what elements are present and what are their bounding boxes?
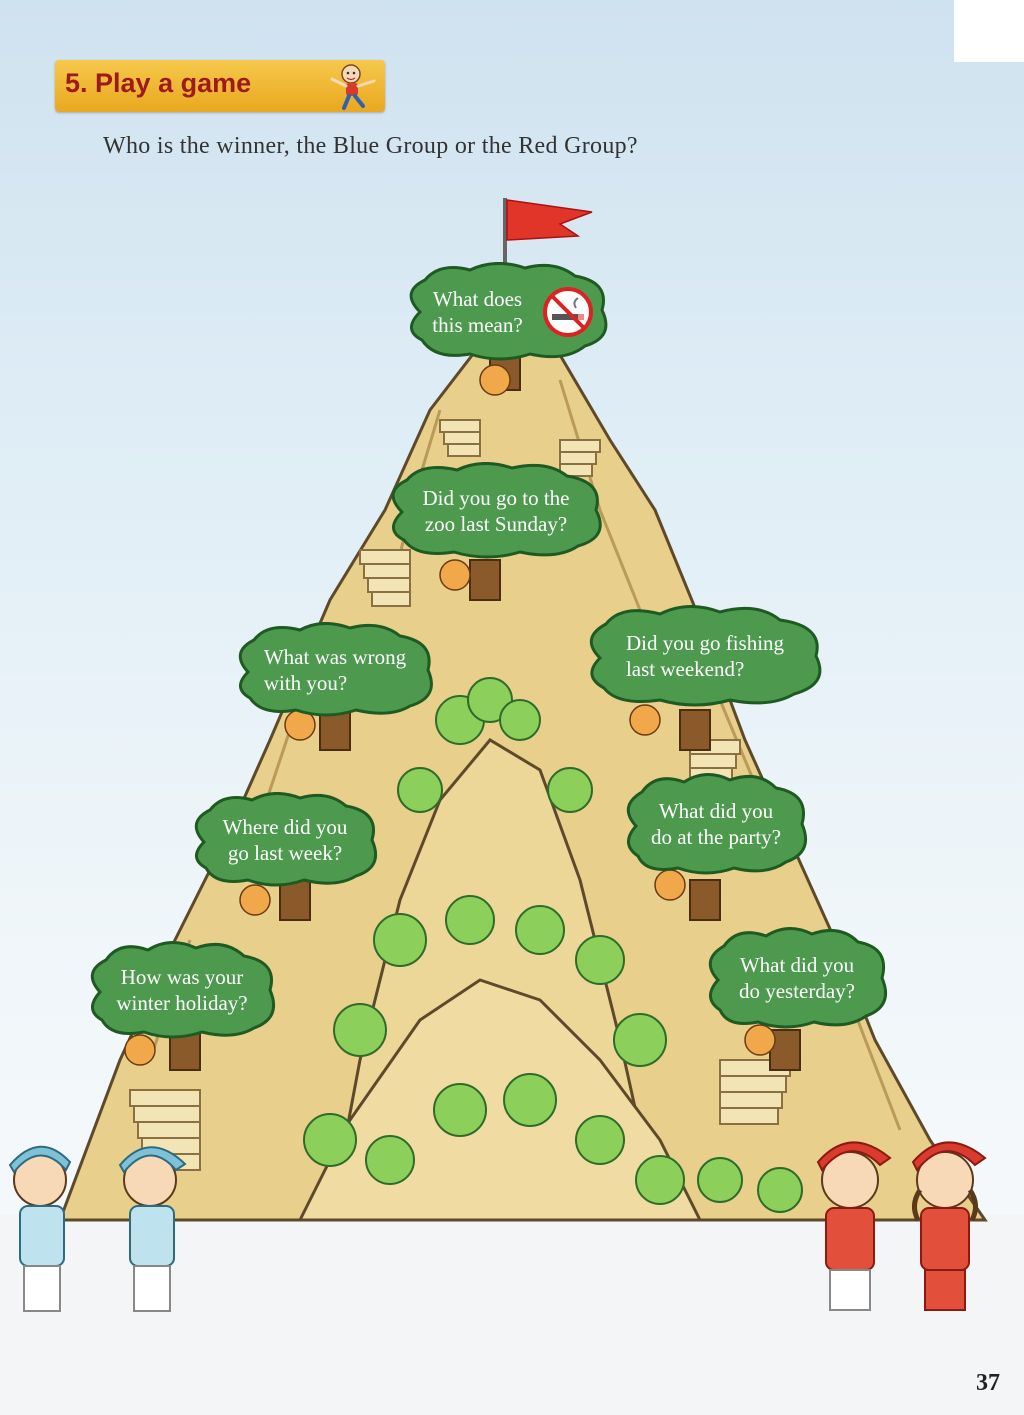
bubble-left-2-text: Where did you go last week? — [222, 815, 348, 865]
bubble-right-3: Did you go fishing last weekend? — [580, 604, 830, 708]
blue-group-children — [8, 1145, 187, 1312]
bubble-left-1: How was your winter holiday? — [82, 940, 282, 1040]
cloud-shape — [409, 262, 608, 361]
bubble-right-1-text: What did you do yesterday? — [738, 953, 856, 1003]
red-flag-icon — [503, 198, 593, 275]
cloud-shape — [708, 927, 887, 1029]
cloud-shape — [194, 792, 377, 887]
bubble-left-3: What was wrong with you? — [230, 622, 440, 718]
bubble-left-1-text: How was your winter holiday? — [116, 965, 248, 1015]
cloud-shape — [238, 622, 433, 717]
bubble-summit-text: What does this mean? — [432, 287, 523, 337]
bubble-right-2: What did you do at the party? — [618, 772, 814, 876]
bubble-right-3-text: Did you go fishing last weekend? — [625, 631, 785, 681]
corner-blank — [954, 0, 1024, 62]
staircase-left — [129, 419, 481, 1171]
game-question: Who is the winner, the Blue Group or the… — [103, 133, 638, 159]
bubble-left-3-text: What was wrong with you? — [263, 645, 407, 695]
cloud-shape — [391, 462, 602, 559]
bubble-left-4: Did you go to the zoo last Sunday? — [382, 462, 610, 560]
staircase-right — [559, 439, 791, 1125]
bubble-right-2-text: What did you do at the party? — [650, 799, 782, 849]
section-title: 5. Play a game — [65, 68, 252, 98]
cloud-shape — [589, 605, 822, 707]
tiger-icons — [124, 364, 776, 1066]
red-group-children — [816, 1141, 987, 1311]
green-bushes — [303, 677, 803, 1213]
cloud-shape — [626, 773, 807, 875]
mascot-icon — [330, 64, 376, 110]
bubble-left-2: Where did you go last week? — [186, 792, 384, 888]
bubble-summit: What does this mean? — [400, 262, 615, 362]
cloud-shape — [90, 941, 275, 1039]
bubble-left-4-text: Did you go to the zoo last Sunday? — [422, 486, 570, 536]
bubble-right-1: What did you do yesterday? — [700, 926, 894, 1030]
page-number: 37 — [976, 1370, 1000, 1396]
section-title-badge: 5. Play a game — [55, 60, 385, 112]
no-smoking-icon — [543, 287, 593, 337]
